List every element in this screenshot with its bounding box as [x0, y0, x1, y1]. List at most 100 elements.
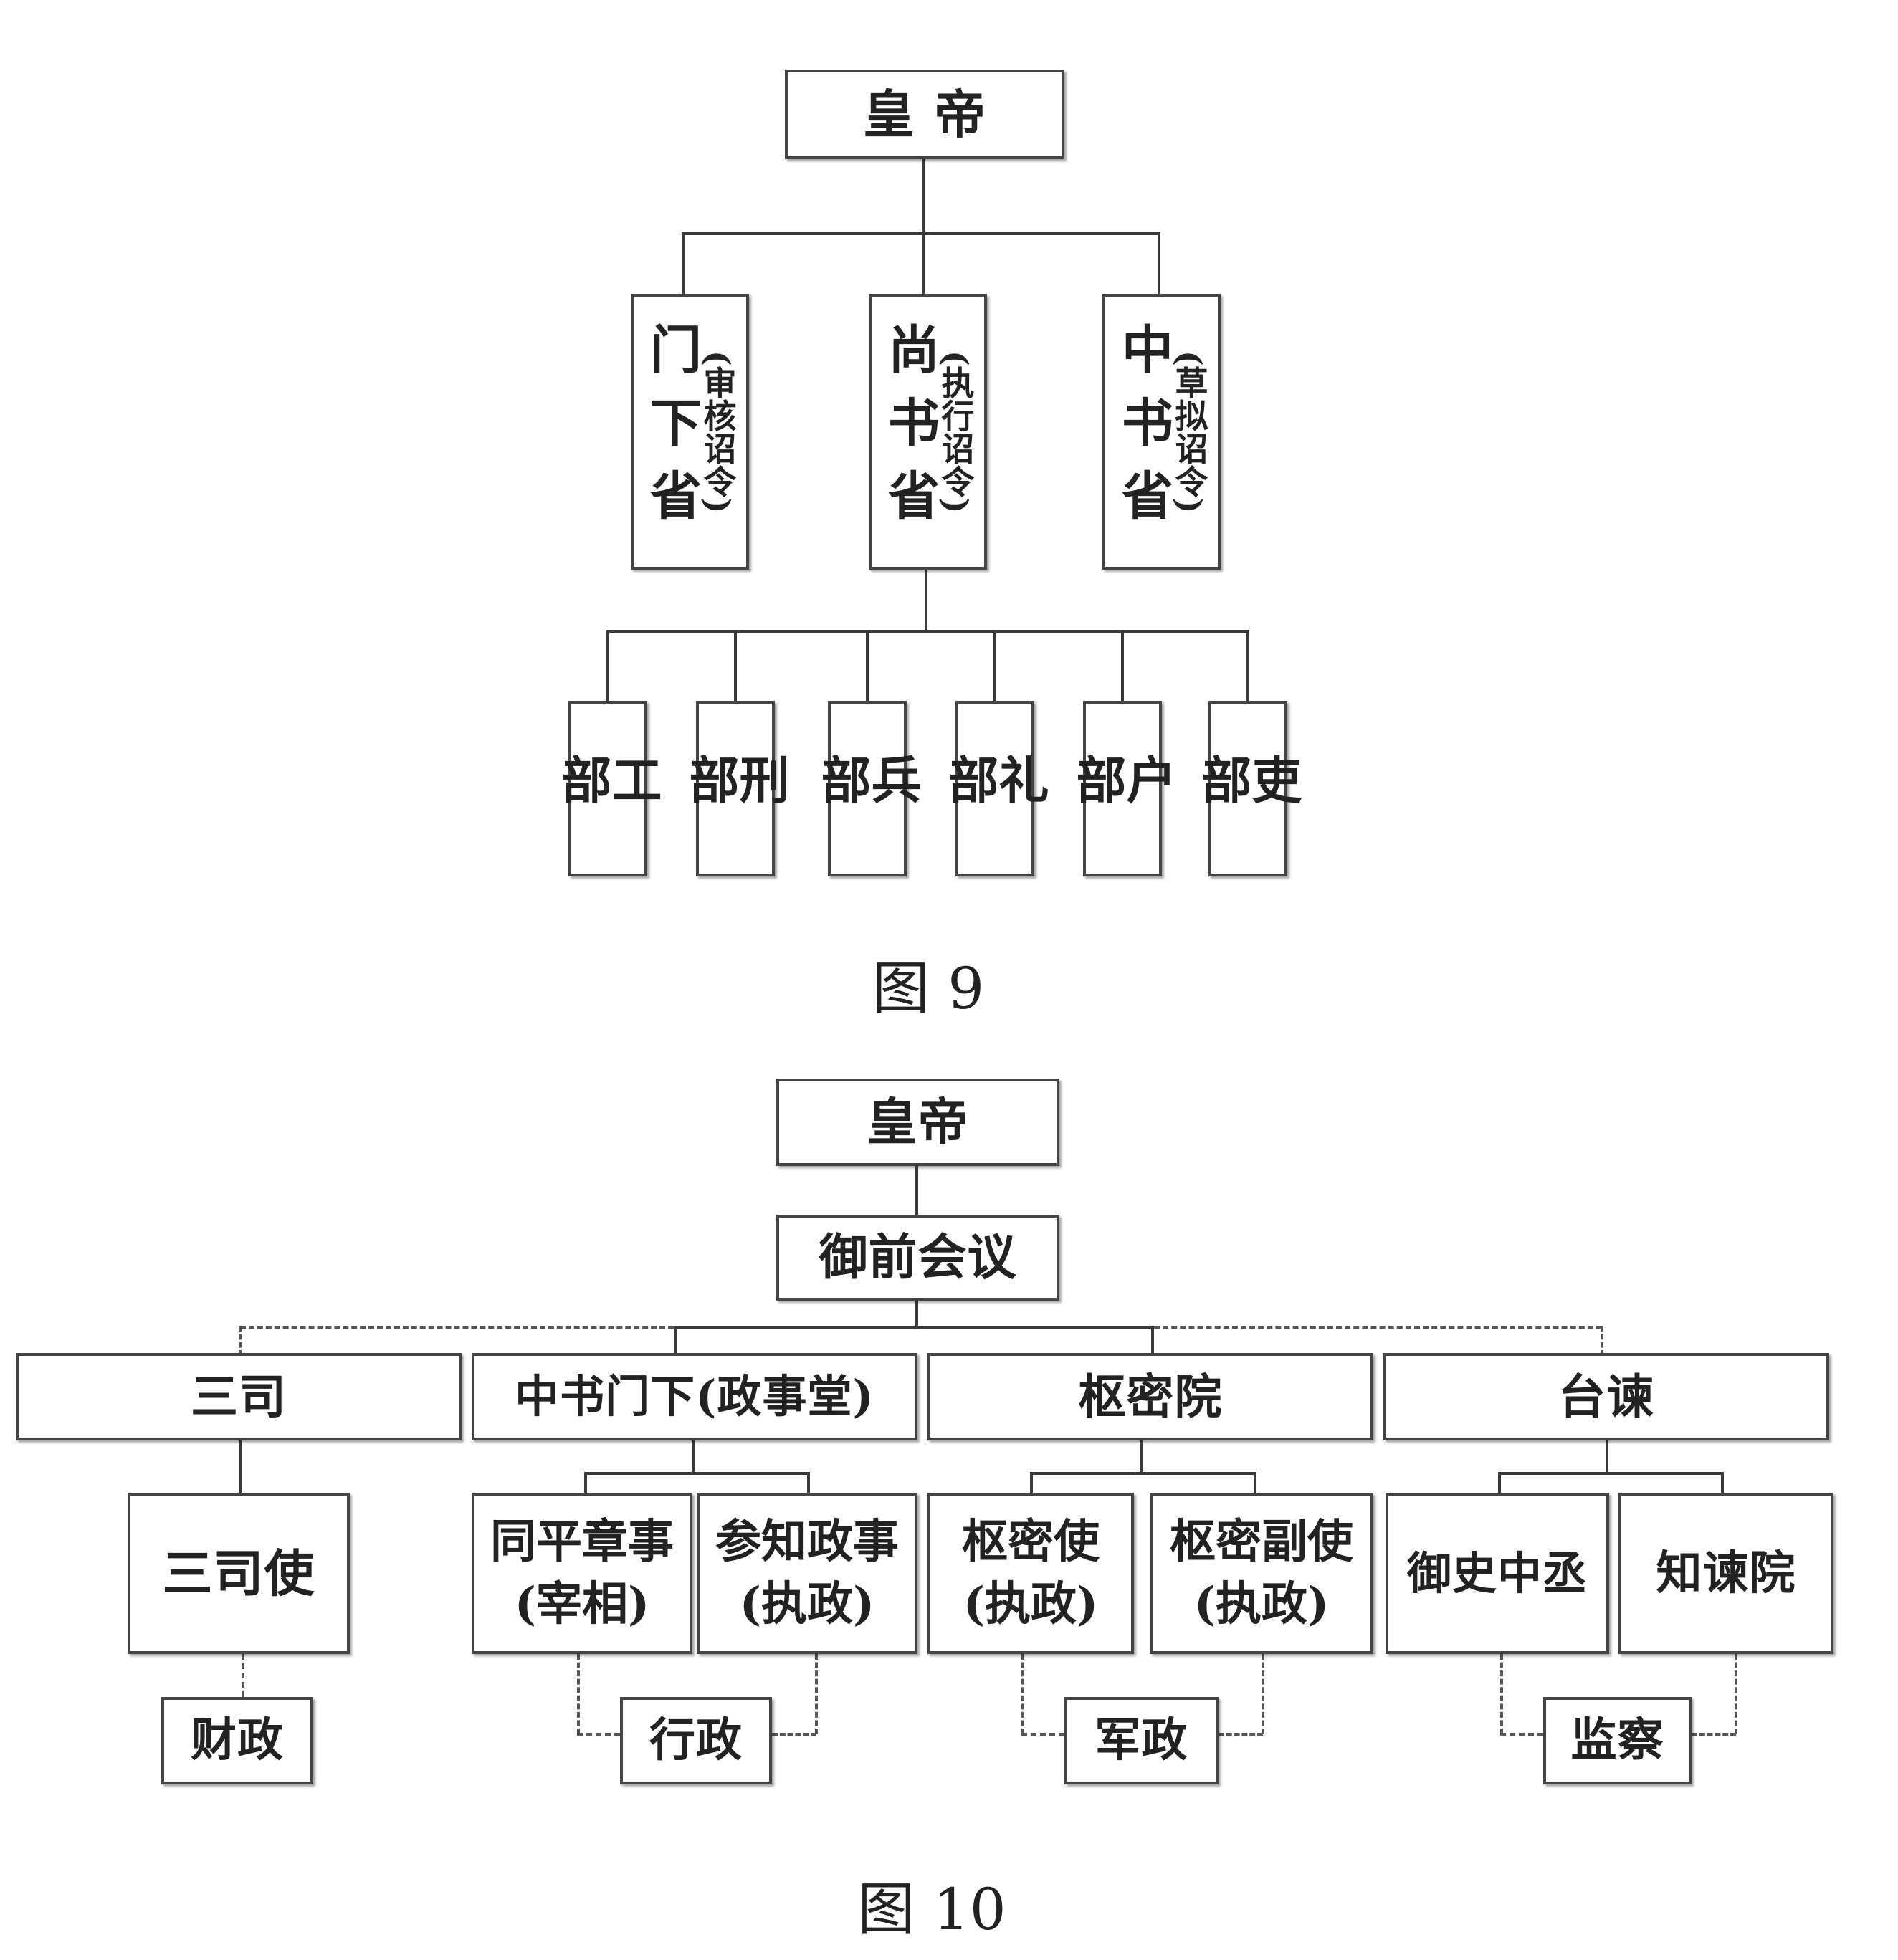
emperor-box: 皇帝 [776, 1079, 1059, 1166]
connector [1254, 1472, 1256, 1496]
connector [807, 1472, 810, 1496]
function-label: 行政 [649, 1713, 743, 1767]
ministry-label: 兵部 [813, 753, 922, 846]
function-label: 监察 [1570, 1713, 1664, 1767]
connector [922, 159, 925, 235]
official-title: 枢密副使 [1170, 1515, 1353, 1569]
ministry-bing: 兵部 [813, 701, 922, 876]
connector [239, 1440, 242, 1496]
function-finance: 财政 [161, 1697, 313, 1784]
function-administration: 行政 [620, 1697, 772, 1784]
organ-label: 台谏 [1558, 1369, 1654, 1425]
official-role: (宰相) [514, 1577, 650, 1631]
dashed-connector [1735, 1654, 1737, 1734]
figure-9-caption: 图 9 [872, 955, 985, 1022]
dashed-connector [242, 1654, 244, 1697]
province-menxia: 门下省 (审核诏令) [631, 294, 749, 570]
official-role: (执政) [739, 1577, 875, 1631]
ministry-label: 礼部 [940, 753, 1050, 846]
official-shumifushi: 枢密副使 (执政) [1150, 1493, 1373, 1654]
dashed-connector [815, 1654, 818, 1734]
connector [993, 630, 996, 704]
official-canzhizhengshi: 参知政事 (执政) [697, 1493, 917, 1654]
organ-label: 三司 [191, 1369, 287, 1425]
ministry-label: 吏部 [1193, 753, 1303, 846]
official-role: (执政) [1193, 1577, 1330, 1631]
province-name: 尚书省 [879, 322, 940, 542]
official-zhijianyuan: 知谏院 [1618, 1493, 1833, 1654]
dashed-connector [1021, 1733, 1064, 1736]
dashed-connector [240, 1326, 674, 1329]
connector [674, 1326, 677, 1356]
connector [915, 1301, 918, 1327]
organ-label: 枢密院 [1078, 1369, 1223, 1425]
function-label: 财政 [191, 1713, 284, 1767]
official-role: (执政) [963, 1577, 1099, 1631]
official-tongpingzhangshi: 同平章事 (宰相) [472, 1493, 692, 1654]
ministry-xing: 刑部 [681, 701, 791, 876]
dashed-connector [1500, 1654, 1503, 1734]
official-label: 御史中丞 [1406, 1547, 1588, 1600]
official-shumishi: 枢密使 (执政) [927, 1493, 1134, 1654]
dashed-connector [1219, 1733, 1263, 1736]
ministry-label: 户部 [1068, 753, 1178, 846]
dashed-connector [1692, 1733, 1736, 1736]
connector [1151, 1326, 1154, 1356]
connector [1121, 630, 1124, 704]
council-box: 御前会议 [776, 1215, 1059, 1301]
function-label: 军政 [1095, 1713, 1188, 1767]
official-yushizhongcheng: 御史中丞 [1386, 1493, 1609, 1654]
official-label: 三司使 [162, 1543, 315, 1603]
connector [1140, 1440, 1143, 1473]
dashed-connector [239, 1326, 242, 1356]
emperor-label: 皇 帝 [862, 83, 987, 145]
connector [925, 568, 927, 633]
organ-sansi: 三司 [16, 1353, 462, 1440]
emperor-box: 皇 帝 [785, 70, 1064, 159]
connector [584, 1472, 810, 1475]
official-title: 枢密使 [962, 1515, 1100, 1569]
connector [915, 1166, 918, 1218]
ministry-li-rites: 礼部 [940, 701, 1050, 876]
dashed-connector [1601, 1326, 1603, 1356]
connector [1606, 1440, 1608, 1473]
emperor-label: 皇帝 [867, 1092, 969, 1152]
official-title: 同平章事 [490, 1515, 674, 1569]
connector [1246, 630, 1249, 704]
connector [692, 1440, 695, 1473]
connector [866, 630, 869, 704]
ministry-li-personnel: 吏部 [1193, 701, 1303, 876]
connector [1721, 1472, 1724, 1496]
organ-shumiyuan: 枢密院 [927, 1353, 1373, 1440]
connector [922, 232, 925, 296]
function-military: 军政 [1064, 1697, 1219, 1784]
official-sansishi: 三司使 [128, 1493, 350, 1654]
figure-10-caption: 图 10 [857, 1876, 1006, 1943]
province-note: (草拟诏令) [1170, 350, 1209, 514]
province-note: (审核诏令) [698, 350, 738, 514]
official-title: 参知政事 [715, 1515, 899, 1569]
connector [1030, 1472, 1256, 1475]
connector [1498, 1472, 1501, 1496]
connector [734, 630, 737, 704]
province-shangshu: 尚书省 (执行诏令) [869, 294, 987, 570]
dashed-connector [772, 1733, 816, 1736]
organ-zhongshu-menxia: 中书门下(政事堂) [472, 1353, 917, 1440]
dashed-connector [1500, 1733, 1543, 1736]
connector [584, 1472, 587, 1496]
dashed-connector [1021, 1654, 1024, 1734]
connector [1498, 1472, 1724, 1475]
connector [606, 630, 1249, 633]
organ-taijian: 台谏 [1383, 1353, 1829, 1440]
ministry-label: 工部 [553, 753, 663, 846]
province-zhongshu: 中书省 (草拟诏令) [1102, 294, 1221, 570]
connector [1158, 232, 1160, 296]
connector [682, 232, 685, 296]
province-note: (执行诏令) [936, 350, 976, 514]
council-label: 御前会议 [819, 1229, 1017, 1286]
connector [682, 232, 1160, 235]
ministry-hu: 户部 [1068, 701, 1178, 876]
dashed-connector [577, 1654, 580, 1734]
ministry-label: 刑部 [681, 753, 791, 846]
organ-label: 中书门下(政事堂) [515, 1370, 874, 1423]
